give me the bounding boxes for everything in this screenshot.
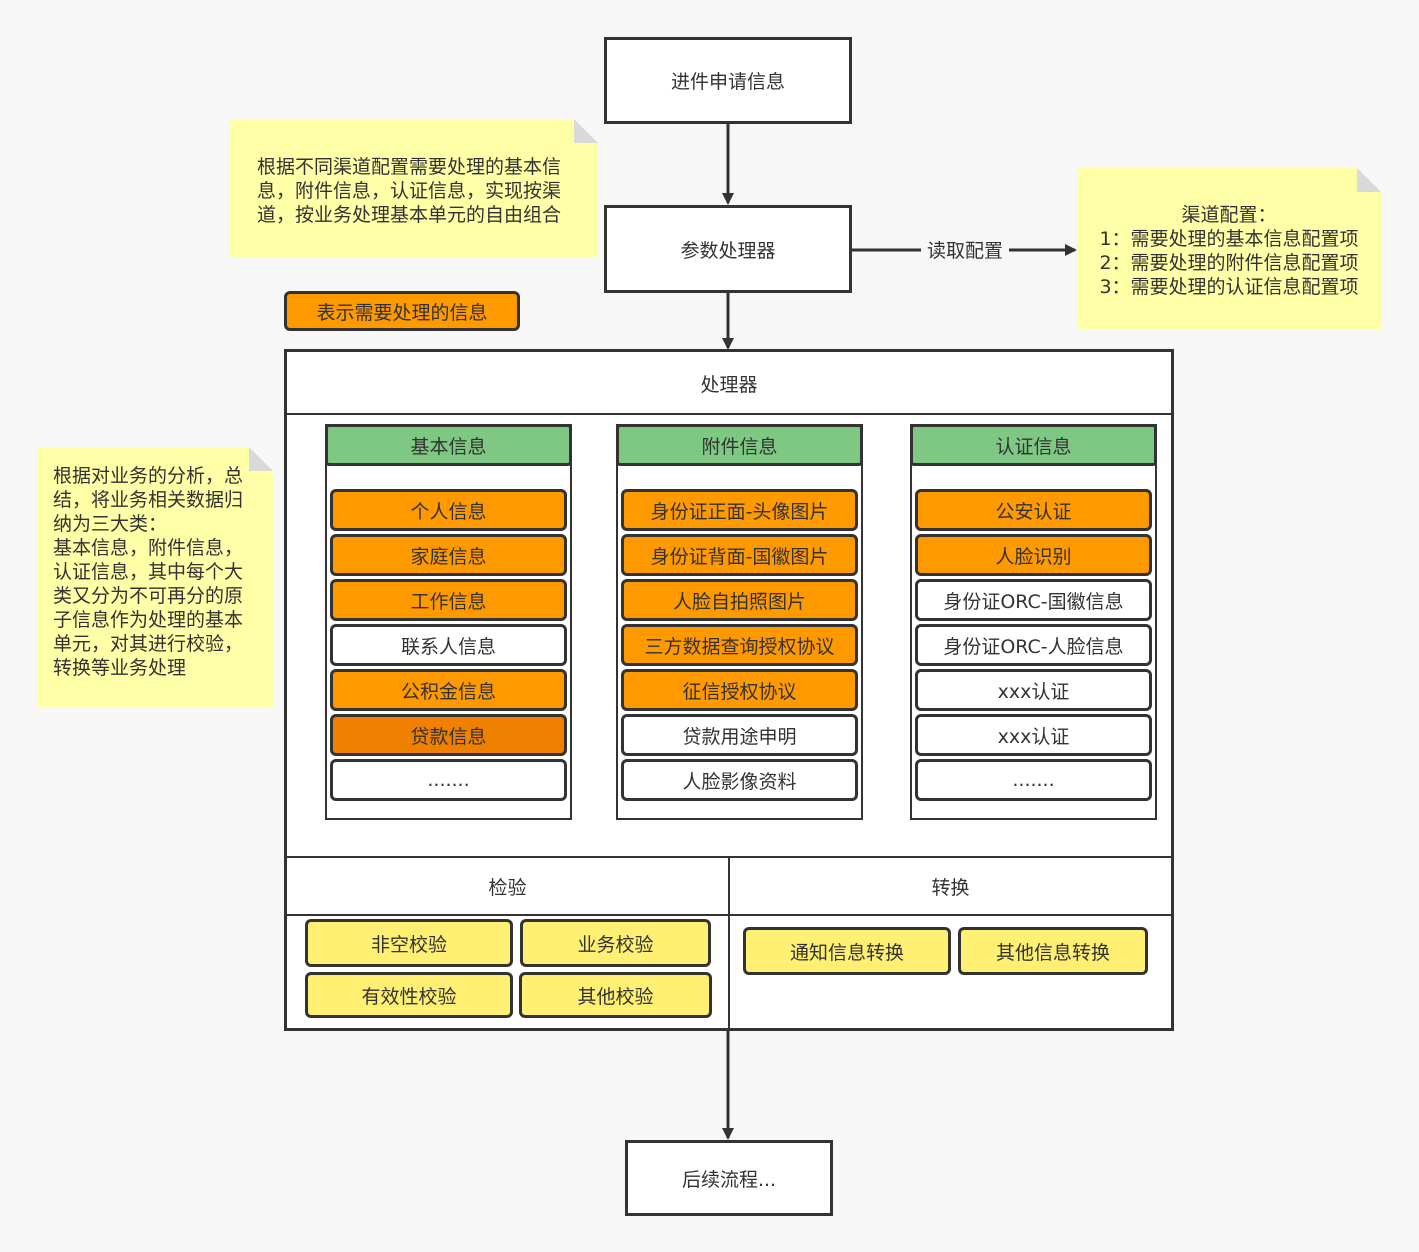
info-item: xxx认证 — [915, 714, 1152, 756]
info-item: 贷款用途申明 — [621, 714, 858, 756]
note-left-line: 认证信息，其中每个大 — [53, 561, 244, 583]
note-left-line: 子信息作为处理的基本 — [53, 609, 244, 631]
column-basic-info-header: 基本信息 — [325, 424, 572, 466]
note-left-line: 纳为三大类： — [53, 513, 168, 535]
start-node-label: 进件申请信息 — [670, 71, 785, 93]
info-item: ....... — [915, 759, 1152, 801]
info-item: 身份证正面-头像图片 — [621, 489, 858, 531]
edge-label-read-config: 读取配置 — [921, 238, 1009, 264]
note-fold-icon — [1357, 168, 1381, 192]
column-title: 认证信息 — [995, 435, 1072, 458]
info-item: 身份证ORC-人脸信息 — [915, 624, 1152, 666]
validation-title: 检验 — [488, 876, 527, 899]
param-processor-node: 参数处理器 — [604, 205, 852, 293]
info-item: 公安认证 — [915, 489, 1152, 531]
column-auth-info-header: 认证信息 — [910, 424, 1157, 466]
divider — [287, 413, 1171, 415]
param-processor-label: 参数处理器 — [680, 239, 776, 262]
end-node-label: 后续流程... — [681, 1168, 777, 1191]
conversion-item: 其他信息转换 — [958, 927, 1148, 975]
note-left-line: 结，将业务相关数据归 — [53, 489, 244, 511]
info-item: 公积金信息 — [330, 669, 567, 711]
info-item: 人脸识别 — [915, 534, 1152, 576]
info-item: 身份证ORC-国徽信息 — [915, 579, 1152, 621]
info-item: 三方数据查询授权协议 — [621, 624, 858, 666]
info-item: 贷款信息 — [330, 714, 567, 756]
info-item: 身份证背面-国徽图片 — [621, 534, 858, 576]
start-node: 进件申请信息 — [604, 37, 852, 124]
info-item: ....... — [330, 759, 567, 801]
note-top: 根据不同渠道配置需要处理的基本信息，附件信息，认证信息，实现按渠道，按业务处理基… — [229, 119, 598, 257]
conversion-item: 通知信息转换 — [743, 927, 951, 975]
info-item: 人脸自拍照图片 — [621, 579, 858, 621]
note-right-line: 3：需要处理的认证信息配置项 — [1099, 276, 1359, 298]
note-left-line: 类又分为不可再分的原 — [53, 585, 244, 607]
validation-item: 其他校验 — [519, 972, 712, 1018]
note-left-line: 根据对业务的分析，总 — [53, 465, 244, 487]
column-title: 基本信息 — [410, 435, 487, 458]
divider — [728, 858, 730, 1028]
validation-item: 业务校验 — [520, 919, 711, 967]
info-item: 联系人信息 — [330, 624, 567, 666]
note-fold-icon — [574, 119, 598, 143]
info-item: 征信授权协议 — [621, 669, 858, 711]
legend-orange: 表示需要处理的信息 — [284, 291, 520, 331]
column-title: 附件信息 — [701, 435, 778, 458]
note-left-line: 基本信息，附件信息， — [53, 537, 244, 559]
processor-title: 处理器 — [700, 373, 758, 396]
legend-label: 表示需要处理的信息 — [316, 301, 488, 324]
note-left-line: 单元，对其进行校验， — [53, 633, 244, 655]
note-right-line: 1：需要处理的基本信息配置项 — [1099, 228, 1359, 250]
divider — [287, 856, 1171, 858]
info-item: 个人信息 — [330, 489, 567, 531]
note-right-line: 渠道配置： — [1181, 204, 1277, 226]
info-item: 人脸影像资料 — [621, 759, 858, 801]
validation-item: 非空校验 — [305, 919, 513, 967]
info-item: xxx认证 — [915, 669, 1152, 711]
note-left-line: 转换等业务处理 — [53, 657, 187, 679]
info-item: 工作信息 — [330, 579, 567, 621]
end-node: 后续流程... — [625, 1140, 833, 1216]
validation-item: 有效性校验 — [305, 972, 513, 1018]
note-top-text: 根据不同渠道配置需要处理的基本信息，附件信息，认证信息，实现按渠道，按业务处理基… — [257, 156, 562, 226]
note-right-line: 2：需要处理的附件信息配置项 — [1099, 252, 1359, 274]
note-right: 渠道配置： 1：需要处理的基本信息配置项 2：需要处理的附件信息配置项 3：需要… — [1077, 168, 1381, 330]
note-left: 根据对业务的分析，总 结，将业务相关数据归 纳为三大类： 基本信息，附件信息， … — [38, 447, 273, 707]
column-attachment-info-header: 附件信息 — [616, 424, 863, 466]
conversion-title: 转换 — [931, 876, 970, 899]
note-fold-icon — [249, 447, 273, 471]
info-item: 家庭信息 — [330, 534, 567, 576]
